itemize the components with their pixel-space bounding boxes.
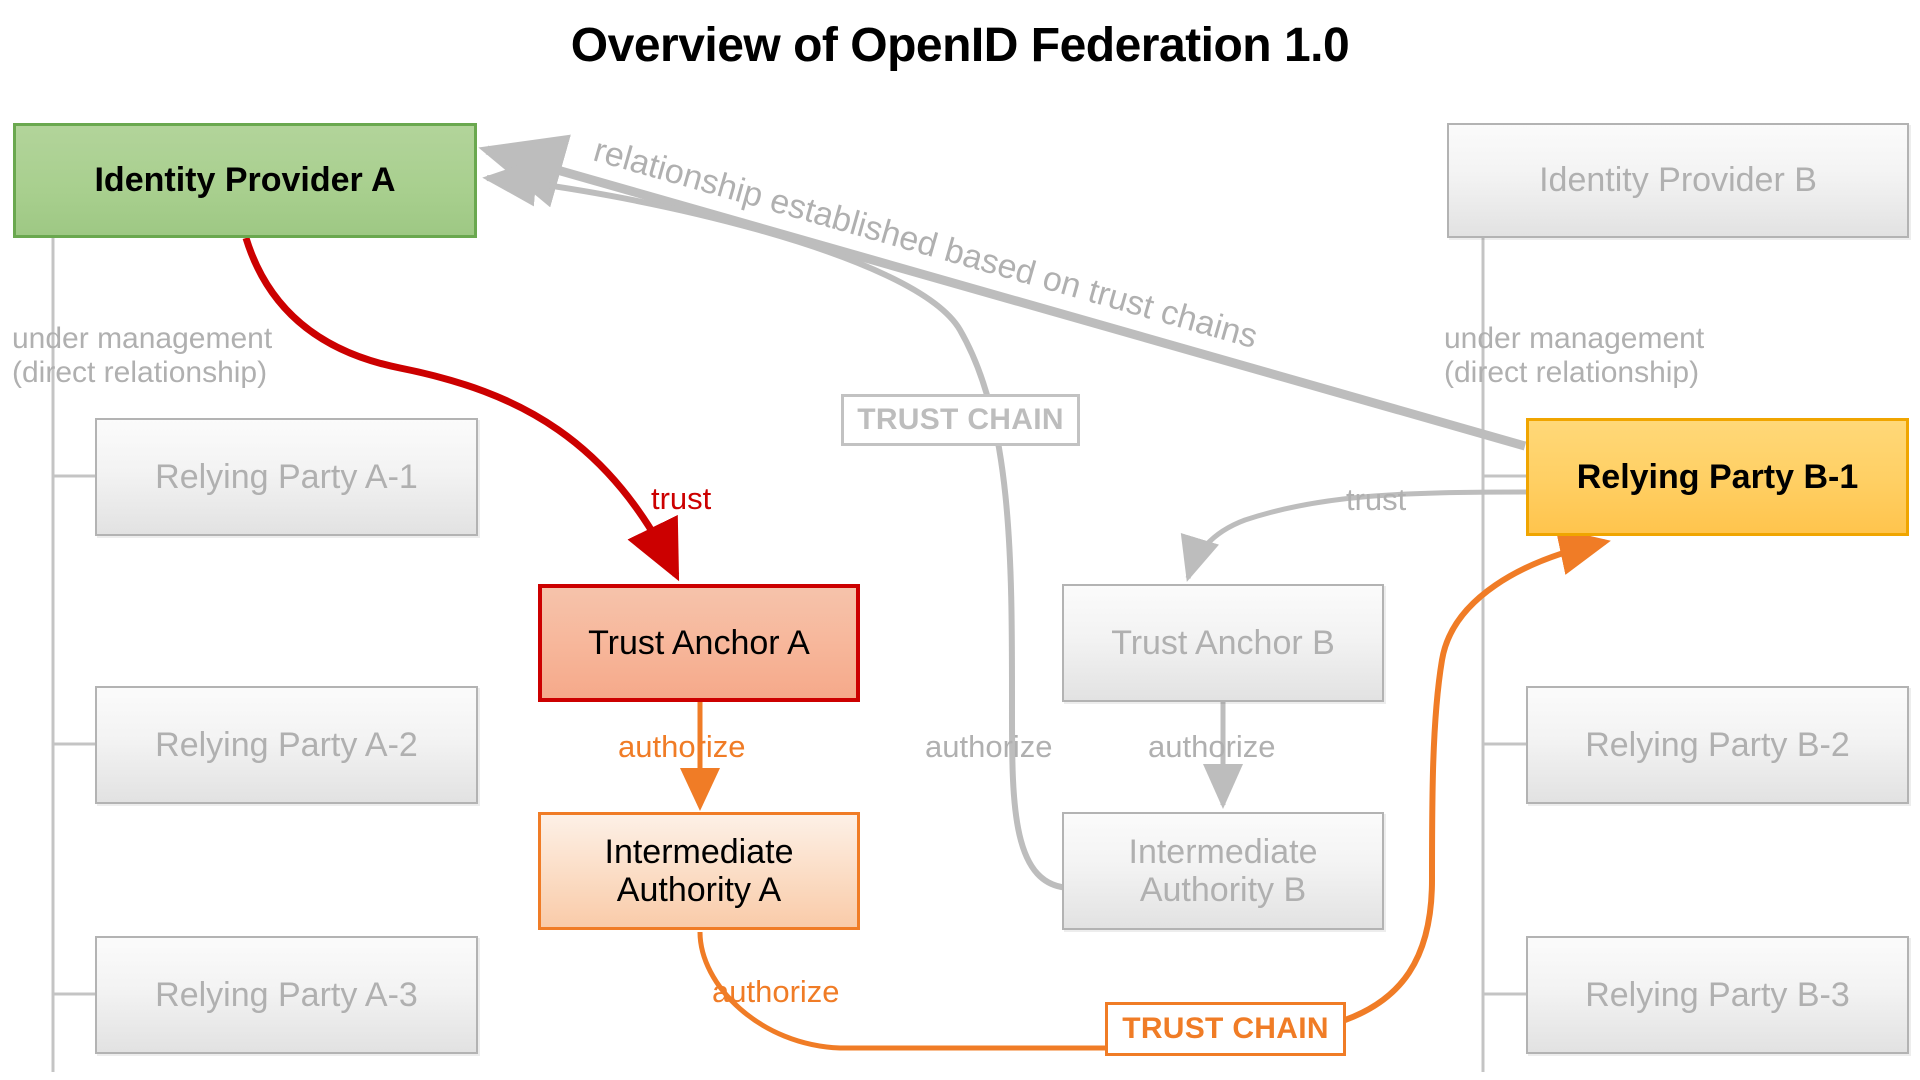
node-intermediate-authority-b[interactable]: Intermediate Authority B — [1062, 812, 1384, 930]
label-authorize-trust-chain: authorize — [925, 729, 1053, 764]
chip-trust-chain-orange: TRUST CHAIN — [1105, 1002, 1346, 1056]
node-relying-party-b-2[interactable]: Relying Party B-2 — [1526, 686, 1909, 804]
node-relying-party-a-1[interactable]: Relying Party A-1 — [95, 418, 478, 536]
label-under-management-a: under management (direct relationship) — [12, 322, 273, 389]
node-identity-provider-a[interactable]: Identity Provider A — [13, 123, 477, 238]
label-relationship-established: relationship established based on trust … — [589, 131, 1262, 357]
node-intermediate-authority-a[interactable]: Intermediate Authority A — [538, 812, 860, 930]
page-title: Overview of OpenID Federation 1.0 — [570, 19, 1350, 72]
node-trust-anchor-a[interactable]: Trust Anchor A — [538, 584, 860, 702]
node-relying-party-b-1[interactable]: Relying Party B-1 — [1526, 418, 1909, 536]
label-trust-b: trust — [1346, 482, 1407, 517]
label-authorize-b: authorize — [1148, 729, 1276, 764]
chip-trust-chain-grey: TRUST CHAIN — [841, 394, 1080, 446]
node-relying-party-b-3[interactable]: Relying Party B-3 — [1526, 936, 1909, 1054]
node-trust-anchor-b[interactable]: Trust Anchor B — [1062, 584, 1384, 702]
node-relying-party-a-2[interactable]: Relying Party A-2 — [95, 686, 478, 804]
label-under-management-b: under management (direct relationship) — [1444, 322, 1705, 389]
node-identity-provider-b[interactable]: Identity Provider B — [1447, 123, 1909, 238]
label-authorize-a-1: authorize — [618, 729, 746, 764]
node-relying-party-a-3[interactable]: Relying Party A-3 — [95, 936, 478, 1054]
label-authorize-a-2: authorize — [712, 974, 840, 1009]
label-trust-a: trust — [651, 481, 712, 516]
edge-trust-chain-grey — [482, 158, 1073, 891]
